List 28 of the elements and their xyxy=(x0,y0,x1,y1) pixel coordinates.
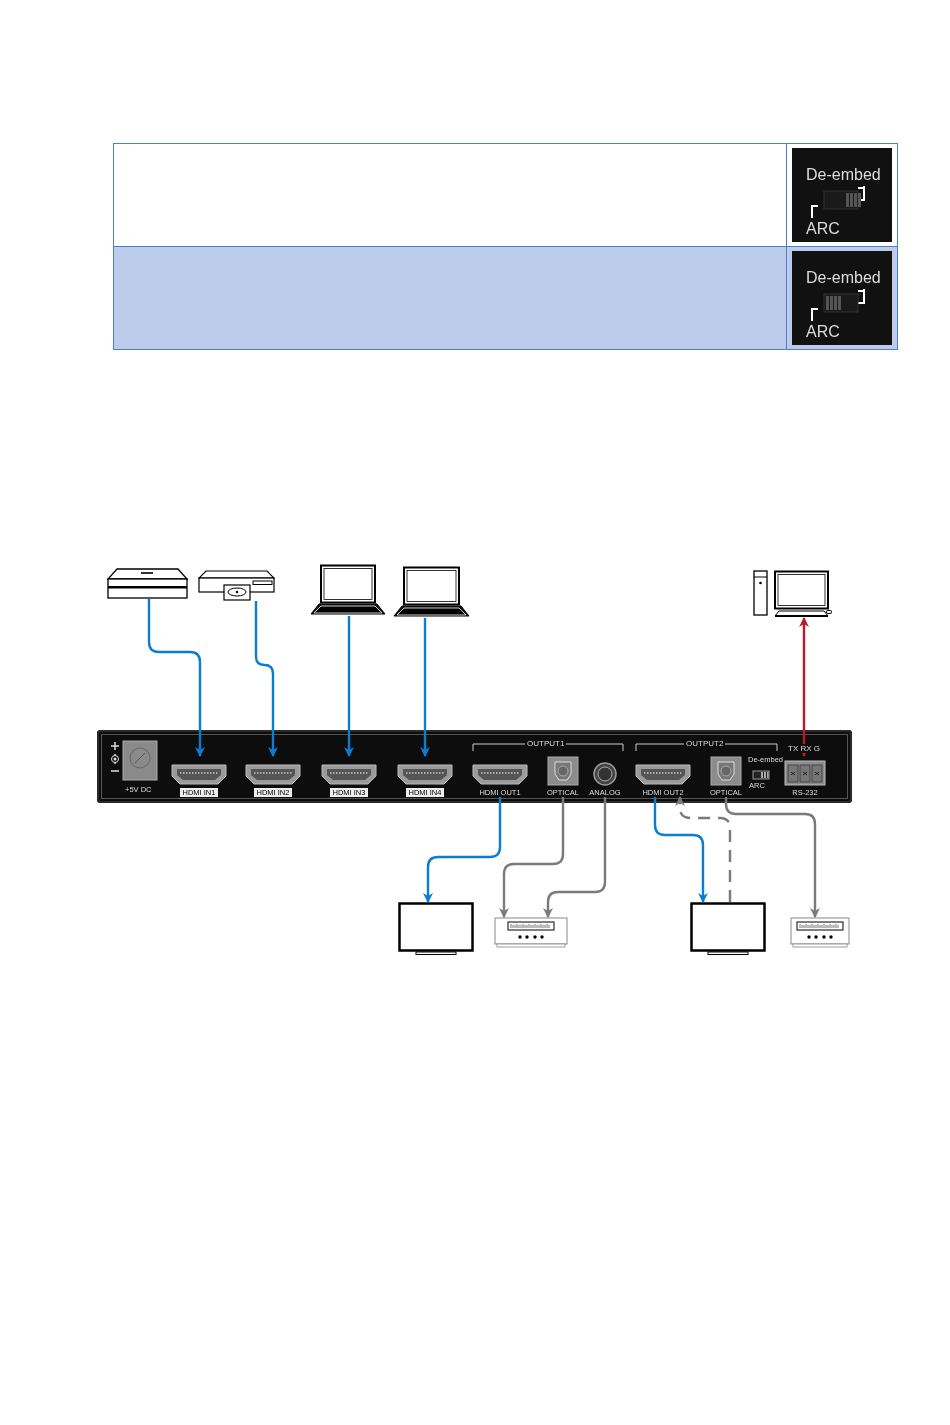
arrow xyxy=(675,796,732,902)
switch-label: ARC xyxy=(806,323,840,341)
group-label: OUTPUT2 xyxy=(684,739,726,748)
arrow xyxy=(147,599,205,757)
arrow xyxy=(420,618,430,757)
group-label: OUTPUT1 xyxy=(525,739,567,748)
switch-label: De-embed xyxy=(806,269,881,287)
arrow xyxy=(799,617,809,757)
disc-player-drawing xyxy=(198,570,275,601)
device-rear-panel xyxy=(97,730,852,803)
arrow xyxy=(423,797,502,903)
tv-drawing xyxy=(690,902,766,956)
switch-label: De-embed xyxy=(806,166,881,184)
panel-label: TX RX G xyxy=(787,744,821,753)
tv-drawing xyxy=(398,902,474,956)
streaming-box-drawing xyxy=(107,568,188,599)
arrow xyxy=(724,797,820,918)
switch-label: ARC xyxy=(806,220,840,238)
arrow xyxy=(344,616,354,757)
laptop-drawing xyxy=(393,566,470,618)
audio-receiver-drawing xyxy=(494,917,568,949)
arrow xyxy=(543,797,607,918)
desktop-computer-drawing xyxy=(753,570,832,618)
audio-receiver-drawing xyxy=(790,917,850,949)
arrow xyxy=(653,797,708,903)
arrow xyxy=(254,601,278,757)
laptop-drawing xyxy=(310,564,386,616)
arrow xyxy=(499,797,565,918)
